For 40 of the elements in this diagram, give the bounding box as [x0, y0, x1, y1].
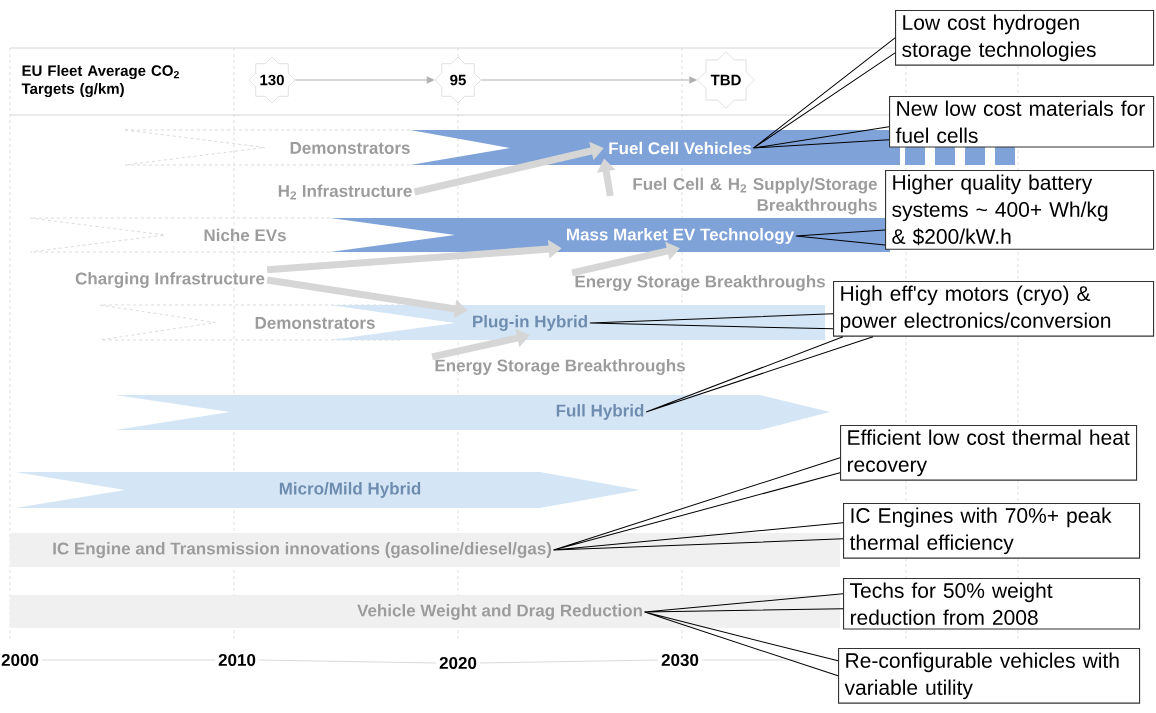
faint-label: Charging Infrastructure — [75, 272, 265, 288]
callout-pointer — [553, 522, 844, 551]
callout-pointer — [753, 126, 890, 149]
year-label: 2010 — [215, 651, 259, 670]
chevron-band: Mass Market EV Technology — [330, 218, 890, 252]
chevron-band: Micro/Mild Hybrid — [15, 472, 640, 508]
fading-band: Demonstrators — [124, 129, 411, 166]
callout-box: Low cost hydrogen storage technologies — [895, 10, 1155, 66]
year-label: 2020 — [436, 654, 480, 673]
fading-band: Demonstrators — [99, 304, 401, 341]
arrow — [480, 76, 697, 84]
bar-band: Vehicle Weight and Drag Reduction — [10, 595, 840, 628]
faint-label: Energy Storage Breakthroughs — [435, 359, 685, 375]
faint-label: Fuel Cell & H$_{2}$ Supply/Storage Breakthroughs — [633, 177, 877, 215]
faint-label: H$_{2}$ Infrastructure — [278, 184, 412, 200]
faint-label: Energy Storage Breakthroughs — [575, 275, 825, 291]
callout-box: New low cost materials for fuel cells — [889, 96, 1155, 148]
callout-pointer — [753, 37, 896, 149]
year-label: 2030 — [658, 651, 702, 670]
callout-box: Techs for 50% weight reduction from 2008 — [843, 578, 1141, 630]
year-label: 2000 — [0, 651, 42, 670]
callout-box: Higher quality battery systems ~ 400+ Wh/kg & $200/kW.h — [885, 170, 1155, 250]
header-label: EU Fleet Average CO$_{2}$ Targets (g/km) — [21, 65, 179, 98]
callout-box: High eff'cy motors (cryo) & power electronics/conversion — [833, 281, 1155, 337]
callout-pointer — [645, 336, 874, 413]
callout-box: Re-configurable vehicles with variable utility — [838, 648, 1141, 704]
callout-pointer — [644, 593, 844, 613]
callout-box: IC Engines with 70%+ peak thermal efficiency — [843, 503, 1141, 559]
arrow — [294, 76, 434, 84]
target-star: 95 — [434, 56, 482, 104]
chevron-band: Full Hybrid — [115, 395, 830, 430]
bar-band: IC Engine and Transmission innovations (gasoline/diesel/gas) — [10, 533, 840, 567]
fading-band: Niche EVs — [29, 217, 331, 253]
target-star: TBD — [697, 51, 755, 109]
callout-pointer — [644, 611, 839, 677]
callout-pointer — [795, 229, 886, 246]
callout-box: Efficient low cost thermal heat recovery — [840, 425, 1138, 481]
target-star: 130 — [248, 56, 296, 104]
callout-pointer — [553, 457, 841, 551]
callout-pointer — [589, 313, 834, 330]
